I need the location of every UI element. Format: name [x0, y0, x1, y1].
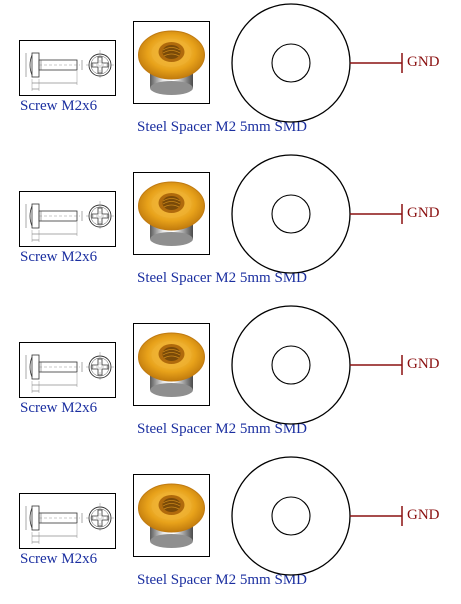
- screw-drawing: [19, 342, 116, 398]
- spacer-label: Steel Spacer M2 5mm SMD: [137, 119, 307, 135]
- mounting-hole-group: Screw M2x6: [0, 453, 461, 604]
- mounting-hole-symbol: [231, 3, 403, 123]
- pad-outer-circle: [231, 154, 351, 274]
- spacer-label: Steel Spacer M2 5mm SMD: [137, 270, 307, 286]
- screw-technical-drawing-icon: [25, 503, 114, 544]
- pad-outer-circle: [231, 456, 351, 576]
- mounting-hole-group: Screw M2x6: [0, 151, 461, 302]
- screw-drawing: [19, 40, 116, 96]
- screw-label: Screw M2x6: [20, 551, 98, 567]
- screw-label: Screw M2x6: [20, 98, 98, 114]
- mounting-hole-symbol: [231, 305, 403, 425]
- screw-drawing: [19, 191, 116, 247]
- pad-hole-circle: [271, 43, 311, 83]
- spacer-label: Steel Spacer M2 5mm SMD: [137, 421, 307, 437]
- screw-technical-drawing-icon: [25, 50, 114, 91]
- gnd-net-label: GND: [407, 54, 440, 70]
- screw-label: Screw M2x6: [20, 249, 98, 265]
- mounting-hole-symbol: [231, 456, 403, 576]
- steel-spacer-icon: [138, 30, 205, 95]
- pad-outer-circle: [231, 3, 351, 123]
- steel-spacer-icon: [138, 332, 205, 397]
- screw-drawing: [19, 493, 116, 549]
- mounting-hole-group: Screw M2x6: [0, 302, 461, 453]
- screw-label: Screw M2x6: [20, 400, 98, 416]
- pad-hole-circle: [271, 194, 311, 234]
- spacer-image: [133, 474, 210, 557]
- spacer-image: [133, 323, 210, 406]
- spacer-image: [133, 172, 210, 255]
- gnd-net-label: GND: [407, 356, 440, 372]
- pad-outer-circle: [231, 305, 351, 425]
- spacer-image: [133, 21, 210, 104]
- steel-spacer-icon: [138, 483, 205, 548]
- gnd-net-label: GND: [407, 507, 440, 523]
- mounting-hole-group: Screw M2x6: [0, 0, 461, 151]
- pad-hole-circle: [271, 345, 311, 385]
- steel-spacer-icon: [138, 181, 205, 246]
- gnd-net-label: GND: [407, 205, 440, 221]
- screw-technical-drawing-icon: [25, 352, 114, 393]
- mounting-hole-symbol: [231, 154, 403, 274]
- screw-technical-drawing-icon: [25, 201, 114, 242]
- pad-hole-circle: [271, 496, 311, 536]
- spacer-label: Steel Spacer M2 5mm SMD: [137, 572, 307, 588]
